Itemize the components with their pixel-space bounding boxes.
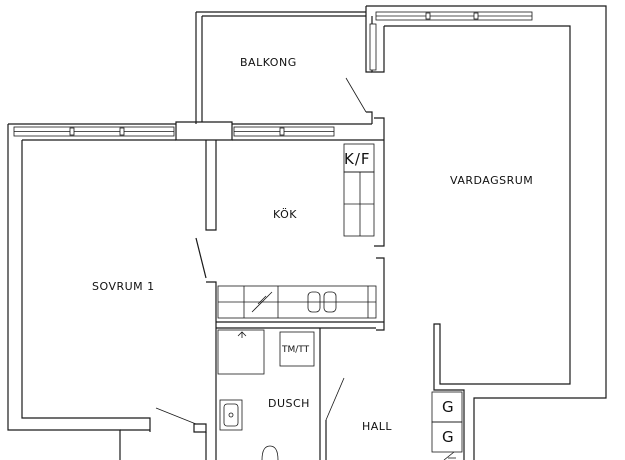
windows xyxy=(13,11,533,137)
room-label-sovrum: SOVRUM 1 xyxy=(92,280,155,293)
room-label-dusch: DUSCH xyxy=(268,397,310,410)
room-label-hall: HALL xyxy=(362,420,392,433)
fixture-label-closet-2: G xyxy=(442,428,455,446)
bath-fixtures xyxy=(217,329,315,460)
walls xyxy=(7,5,607,460)
kitchen-fixtures xyxy=(217,143,377,319)
hall-closets xyxy=(431,391,463,460)
fixture-label-kyl-frys: K/F xyxy=(344,150,371,168)
room-label-kok: KÖK xyxy=(273,208,297,221)
fixture-label-closet-1: G xyxy=(442,398,455,416)
room-label-vardagsrum: VARDAGSRUM xyxy=(450,174,533,187)
room-label-balkong: BALKONG xyxy=(240,56,297,69)
fixture-label-tm-tt: TM/TT xyxy=(281,345,310,355)
